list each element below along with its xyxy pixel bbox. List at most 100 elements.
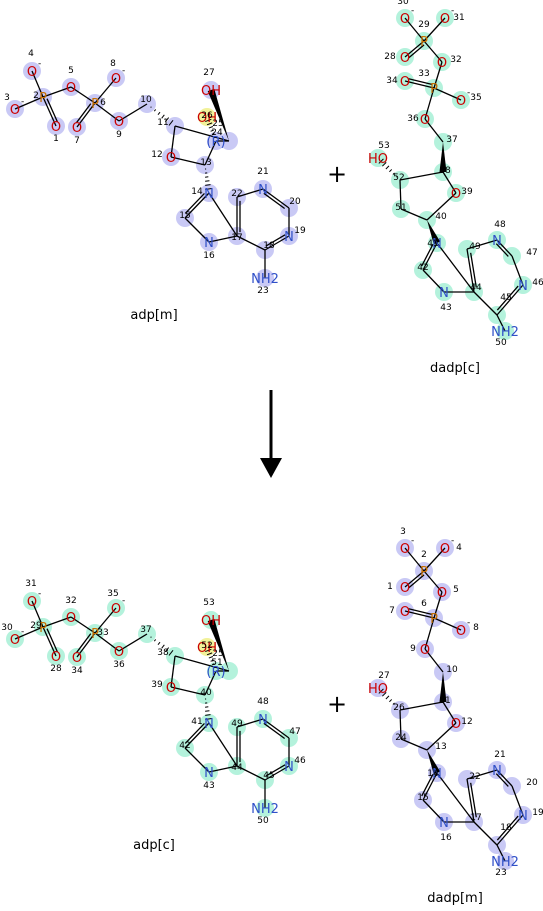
atom-charge: - [122, 66, 125, 76]
caption-dadp-m: dadp[m] [427, 891, 483, 906]
atom-symbol: O [166, 151, 176, 166]
atom-symbol: N [518, 279, 528, 294]
atom-symbol: O [51, 650, 61, 665]
atom-number: 29 [418, 20, 430, 30]
atom-number: 44 [470, 283, 482, 293]
reaction-arrow [260, 390, 282, 478]
atom-number: 16 [203, 251, 215, 261]
atom-number: 13 [200, 158, 211, 168]
atom-number: 10 [446, 665, 458, 675]
atom-number: 14 [427, 769, 439, 779]
atom-number: 36 [407, 114, 419, 124]
atom-number: 4 [456, 543, 462, 553]
atom-number: 50 [257, 816, 269, 826]
atom-number: 15 [417, 793, 428, 803]
atom-number: 49 [231, 719, 243, 729]
atom-number: 11 [439, 696, 450, 706]
atom-symbol: N [439, 816, 449, 831]
atom-symbol: O [420, 643, 430, 658]
atom-number: 19 [532, 808, 543, 818]
atom-symbol: O [10, 633, 20, 648]
atom-number: 8 [110, 59, 116, 69]
atom-symbol: O [440, 12, 450, 27]
atom-number: 22 [469, 772, 480, 782]
atom-number: 6 [100, 98, 106, 108]
atom-symbol: O [400, 605, 410, 620]
atom-symbol: O [66, 611, 76, 626]
atom-number: 24 [395, 733, 407, 743]
atom-number: 20 [289, 197, 301, 207]
atom-number: 2 [33, 91, 39, 101]
atom-charge: - [38, 589, 41, 599]
atom-number: 47 [526, 248, 537, 258]
atom-number: 27 [203, 68, 214, 78]
atom-number: 40 [200, 688, 212, 698]
hash-bond-stroke [158, 642, 160, 645]
atom-number: 32 [450, 55, 461, 65]
atom-symbol: P [39, 91, 47, 106]
plus-sign-top: + [327, 160, 347, 188]
hash-bond-stroke [151, 107, 152, 108]
atom-number: 1 [53, 134, 59, 144]
atom-number: 21 [494, 750, 505, 760]
atom-symbol: N [258, 713, 268, 728]
atom-symbol: O [400, 75, 410, 90]
atom-number: 10 [140, 95, 152, 105]
atom-number: 30 [1, 623, 13, 633]
atom-number: 48 [257, 697, 269, 707]
atom-number: 33 [97, 628, 108, 638]
atom-number: 5 [453, 585, 459, 595]
atom-number: 48 [494, 220, 506, 230]
atom-number: 37 [446, 135, 457, 145]
hash-bond-stroke [389, 169, 391, 171]
atom-number: 28 [50, 664, 62, 674]
atom-symbol: O [400, 12, 410, 27]
atom-number: 23 [257, 286, 268, 296]
atom-symbol: O [400, 542, 410, 557]
atom-symbol: N [439, 286, 449, 301]
molecule-adp-c: O28P29O-30O-31O32P33O34O-35O363738O3940N… [1, 579, 306, 826]
atom-number: 30 [397, 0, 409, 7]
atom-symbol: N [284, 760, 294, 775]
plus-sign-bottom: + [327, 690, 347, 718]
atom-number: 17 [470, 813, 481, 823]
atom-symbol: O [72, 651, 82, 666]
atom-number: 35 [470, 93, 481, 103]
atom-number: 1 [387, 582, 393, 592]
atom-number: 35 [107, 589, 118, 599]
atom-number: 7 [74, 136, 80, 146]
atom-number: 21 [257, 167, 268, 177]
atom-number: 14 [191, 187, 203, 197]
atom-number: 25 [212, 649, 223, 659]
atom-number: 3 [4, 93, 10, 103]
atom-symbol: NH2 [251, 802, 279, 817]
atom-symbol: N [204, 766, 214, 781]
atom-symbol: O [51, 120, 61, 135]
atom-symbol: P [420, 565, 428, 580]
atom-labels: O28P29O-30O-31O32P33O34O-35O363738O3940N… [1, 579, 306, 826]
atom-symbol: NH2 [251, 272, 279, 287]
atom-number: 34 [386, 76, 398, 86]
atom-symbol: P [91, 97, 99, 112]
atom-number: 52 [393, 173, 404, 183]
atom-number: 33 [418, 69, 429, 79]
atom-number: 18 [263, 241, 275, 251]
atom-number: 39 [151, 680, 163, 690]
atom-number: 26 [201, 111, 213, 121]
atom-symbol: O [66, 81, 76, 96]
atom-number: 38 [439, 166, 451, 176]
atom-symbol: O [456, 94, 466, 109]
atom-symbol: O [400, 51, 410, 66]
atom-number: 7 [389, 606, 395, 616]
atom-number: 50 [495, 338, 507, 348]
bond [474, 292, 497, 315]
hash-bond-stroke [205, 711, 209, 712]
hash-bond-stroke [205, 181, 209, 182]
atom-charge: - [21, 97, 24, 107]
atom-symbol: N [518, 809, 528, 824]
atom-symbol: O [72, 121, 82, 136]
bond [474, 822, 497, 845]
